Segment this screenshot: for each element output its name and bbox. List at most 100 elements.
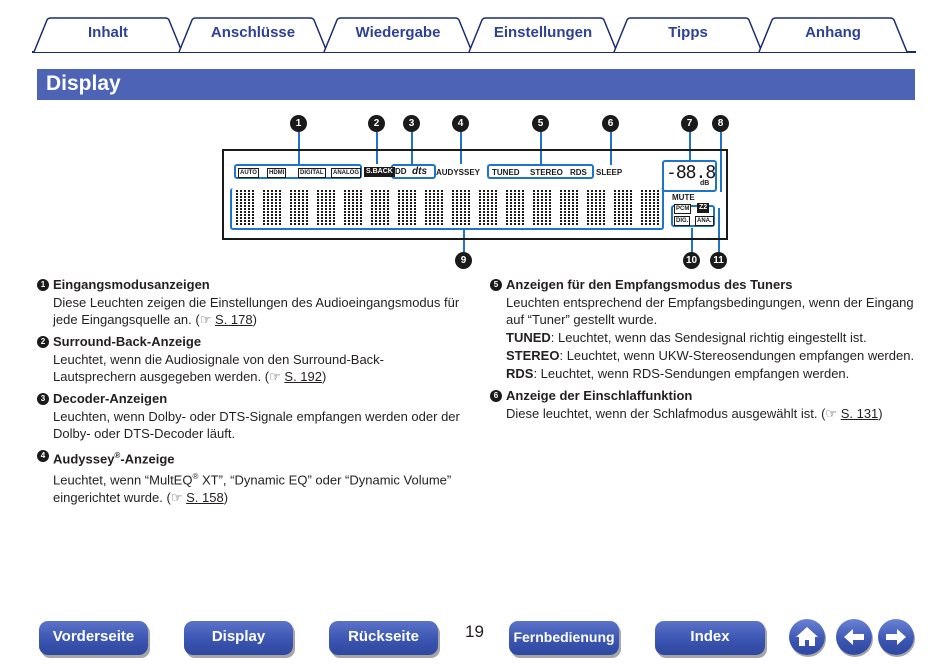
highlight-volume [662,160,717,192]
back-button[interactable] [836,619,872,655]
highlight-info-area [230,188,664,230]
item-body-suffix: XT”, “Dynamic EQ” oder “Dynamic Volume” … [53,472,452,505]
description-body: Leuchten entsprechend der Empfangsbeding… [506,295,914,327]
registered-mark: ® [192,472,199,482]
nav-button-rueckseite[interactable]: Rückseite [329,621,438,655]
segment-char [344,190,364,225]
forward-button[interactable] [878,619,914,655]
item-number: 6 [490,390,502,402]
arrow-left-icon [844,629,864,645]
item-body-prefix: Leuchtet, wenn “MultEQ [53,472,193,488]
description-body: Diese leuchtet, wenn der Schlafmodus aus… [490,405,920,422]
subitem-term: TUNED [506,330,551,345]
description-body: Leuchtet, wenn die Audiosignale von den … [37,351,467,385]
page-ref-link[interactable]: S. 158 [186,489,224,505]
tuner-subitem: STEREO: Leuchtet, wenn UKW-Stereosendung… [490,347,920,364]
callout-1: 1 [290,115,307,132]
leader-line [689,132,691,162]
indicator-mute: MUTE [672,193,695,202]
nav-button-index[interactable]: Index [655,621,765,655]
page-ref[interactable]: (☞ S. 192) [264,369,327,384]
subitem-term: RDS [506,366,534,381]
page-ref[interactable]: (☞ S. 178) [195,312,257,327]
indicator-pcm: PCM [674,204,692,214]
tab-einstellungen[interactable]: Einstellungen [468,17,618,53]
tab-shape [613,17,763,53]
tab-wiedergabe[interactable]: Wiedergabe [323,17,473,53]
tab-shape [468,17,618,53]
item-title: Decoder-Anzeigen [53,391,168,406]
subitem-text: : Leuchtet, wenn RDS-Sendungen empfangen… [533,366,850,381]
segment-char [641,190,661,225]
indicator-stereo: STEREO [530,168,563,177]
tab-label: Anschlüsse [210,24,296,41]
description-heading: 5 Anzeigen für den Empfangsmodus des Tun… [490,276,920,294]
page-ref[interactable]: (☞ S. 158) [166,489,229,505]
display-panel [222,149,728,240]
leader-line [376,132,378,164]
item-title-suffix: -Anzeige [120,451,175,467]
arrow-right-icon [886,629,906,645]
segment-char [506,190,526,225]
segment-char [425,190,445,225]
description-item: 5 Anzeigen für den Empfangsmodus des Tun… [490,276,920,382]
indicator-audyssey: AUDYSSEY [436,168,481,177]
indicator-analog: ANALOG [331,168,361,178]
callout-8: 8 [712,115,729,132]
highlight-input-indicators [234,164,362,179]
item-number: 1 [37,279,49,291]
indicator-hdmi: HDMI [267,168,287,178]
page-ref-link[interactable]: S. 131 [840,406,879,421]
pointing-hand-icon: ☞ [170,489,183,505]
section-title-bar: Display [37,69,915,100]
subitem-text: : Leuchtet, wenn das Sendesignal richtig… [550,330,867,345]
tuner-subitem: TUNED: Leuchtet, wenn das Sendesignal ri… [490,329,920,346]
pointing-hand-icon: ☞ [825,406,838,421]
item-body: Diese Leuchten zeigen die Einstellungen … [53,295,460,327]
segment-char [290,190,310,225]
page-ref-link[interactable]: S. 192 [284,369,322,384]
tab-anhang[interactable]: Anhang [758,17,908,53]
segment-char [398,190,418,225]
indicator-z2: Z2 [697,203,710,213]
description-heading: 6 Anzeige der Einschlaffunktion [490,387,920,405]
description-left: 1 Eingangsmodusanzeigen Diese Leuchten z… [37,276,467,511]
tab-tipps[interactable]: Tipps [613,17,763,53]
indicator-ana: ANA. [695,216,714,226]
tab-anschluesse[interactable]: Anschlüsse [178,17,328,53]
nav-button-fernbedienung[interactable]: Fernbedienung [509,621,619,655]
indicator-sleep: SLEEP [596,168,623,177]
description-body: Leuchtet, wenn “MultEQ® XT”, “Dynamic EQ… [37,468,467,505]
nav-button-display[interactable]: Display [184,621,293,655]
tab-inhalt[interactable]: Inhalt [33,17,183,53]
page-ref[interactable]: (☞ S. 131) [821,406,883,421]
leader-line [610,132,612,165]
indicator-sback: S.BACK [364,167,395,177]
indicator-digital: DIGITAL [298,168,326,178]
home-button[interactable] [789,619,825,655]
segment-char [614,190,634,225]
page-number: 19 [465,622,484,641]
callout-5: 5 [532,115,549,132]
tab-label: Wiedergabe [355,24,441,41]
description-item: 1 Eingangsmodusanzeigen Diese Leuchten z… [37,276,467,328]
leader-line [691,228,693,252]
home-icon [796,627,818,646]
indicator-dolby: DD [395,167,407,176]
leader-line [718,208,720,252]
leader-line [298,132,300,164]
nav-button-vorderseite[interactable]: Vorderseite [39,621,148,655]
page-title: Display [46,72,121,95]
tab-label: Anhang [805,24,861,41]
indicator-dig: DIG. [674,216,691,226]
leader-line [720,132,722,192]
segment-char [236,190,256,225]
description-item: 4 Audyssey®-Anzeige Leuchtet, wenn “Mult… [37,447,467,506]
description-item: 6 Anzeige der Einschlaffunktion Diese le… [490,387,920,422]
item-body: Leuchtet, wenn die Audiosignale von den … [53,352,384,384]
description-heading: 4 Audyssey®-Anzeige [37,447,467,468]
page-ref-link[interactable]: S. 178 [215,312,253,327]
indicator-dts: dts [412,166,427,177]
description-item: 3 Decoder-Anzeigen Leuchten, wenn Dolby-… [37,390,467,442]
tab-label: Tipps [668,24,708,41]
